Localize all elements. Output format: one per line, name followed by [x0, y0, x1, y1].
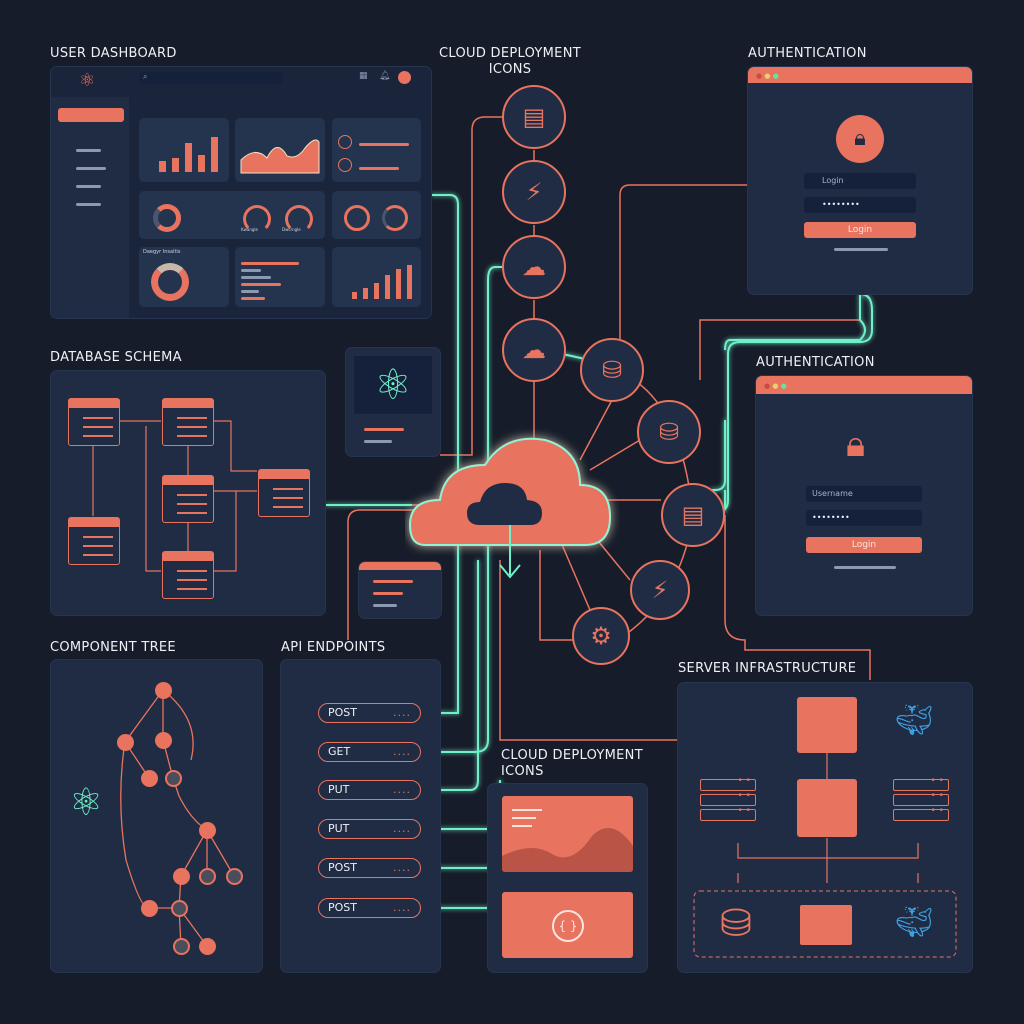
docker-icon: 🐳︎: [895, 703, 934, 738]
db-table: [162, 398, 214, 446]
db-table: [162, 475, 214, 523]
authentication-label-2: AUTHENTICATION: [756, 355, 875, 370]
central-cloud-icon: [408, 437, 612, 579]
lock-icon: 🔒︎: [836, 115, 884, 163]
lock-icon: 🔒︎: [846, 424, 866, 465]
server-rack-icon: [700, 776, 756, 823]
db-table: [162, 551, 214, 599]
rings-card: [332, 191, 421, 239]
bar-chart-card-2: [332, 247, 421, 307]
sidebar-item[interactable]: [76, 185, 101, 188]
endpoint-post[interactable]: POST....: [318, 858, 421, 878]
code-braces-icon: { }: [552, 910, 584, 942]
authentication-label: AUTHENTICATION: [748, 46, 867, 61]
server-infrastructure-label: SERVER INFRASTRUCTURE: [678, 661, 857, 676]
search-input[interactable]: ⌕: [139, 72, 282, 84]
react-component-card: ⚛: [346, 348, 440, 456]
code-folder: { }: [502, 892, 633, 958]
endpoint-put[interactable]: PUT....: [318, 819, 421, 839]
gauge-label: Kwangle: [241, 227, 258, 232]
hbar-card: [235, 247, 325, 307]
user-dashboard-label: USER DASHBOARD: [50, 46, 177, 61]
sidebar-item[interactable]: [76, 149, 101, 152]
avatar[interactable]: [398, 71, 411, 84]
sidebar-item[interactable]: [76, 167, 106, 170]
database-icon[interactable]: ⛁: [637, 400, 701, 464]
server-infrastructure-panel: 🐳︎ ⛁ 🐳︎: [678, 683, 972, 972]
donut-gauge-card: Kwangle Dwcrngle: [139, 191, 325, 239]
api-endpoints-label: API ENDPOINTS: [281, 640, 386, 655]
endpoint-put[interactable]: PUT....: [318, 780, 421, 800]
donut-card-title: Daegyr Insaltis: [143, 249, 181, 255]
database-icon[interactable]: ⛁: [580, 338, 644, 402]
lightning-icon[interactable]: ⚡: [630, 560, 690, 620]
bar-chart-card: [139, 118, 229, 182]
database-icon: ⛁: [720, 901, 752, 945]
list-card: [359, 562, 441, 618]
donut-card: Daegyr Insaltis: [139, 247, 229, 307]
sidebar-item[interactable]: [76, 203, 101, 206]
cloud-settings-icon[interactable]: ⚙: [572, 607, 630, 665]
db-table: [68, 517, 120, 565]
area-chart-card: [235, 118, 325, 182]
component-tree-panel: ⚛: [51, 660, 262, 972]
sidebar-item-active[interactable]: [58, 108, 124, 122]
cloud-deployment-panel: { }: [488, 784, 647, 972]
password-field[interactable]: ••••••••: [804, 197, 916, 213]
user-dashboard-panel: ⚛ ⌕ ▦ 🔔︎ Kwangle Dwcrngle Daegyr Insalti…: [51, 67, 431, 318]
server-rack-icon: [893, 776, 949, 823]
analytics-window: [502, 796, 633, 872]
web-server-icon: [797, 697, 857, 753]
sidebar: [51, 97, 129, 318]
db-table: [258, 469, 310, 517]
server-rack-icon[interactable]: ▤: [661, 483, 725, 547]
cloud-lock-icon[interactable]: ☁: [502, 235, 566, 299]
grid-icon[interactable]: ▦: [359, 71, 368, 81]
username-field[interactable]: Username: [806, 486, 922, 502]
database-schema-label: DATABASE SCHEMA: [50, 350, 182, 365]
react-logo-icon: ⚛: [69, 780, 104, 824]
cloud-deployment-icons-label: CLOUD DEPLOYMENT ICONS: [439, 46, 581, 77]
endpoint-get[interactable]: GET....: [318, 742, 421, 762]
gauge-label: Dwcrngle: [282, 227, 301, 232]
cloud-network-icon[interactable]: ☁: [502, 318, 566, 382]
login-field[interactable]: Login: [804, 173, 916, 189]
server-icon[interactable]: ▤: [502, 85, 566, 149]
endpoint-post[interactable]: POST....: [318, 898, 421, 918]
endpoint-post[interactable]: POST....: [318, 703, 421, 723]
component-tree-label: COMPONENT TREE: [50, 640, 176, 655]
auth-window-2: ● ● ● 🔒︎ Username •••••••• Login: [756, 376, 972, 615]
db-table: [68, 398, 120, 446]
container-icon: [800, 905, 852, 945]
login-button[interactable]: Login: [804, 222, 916, 238]
stats-card: [332, 118, 421, 182]
code-bolt-icon[interactable]: ⚡: [502, 160, 566, 224]
auth-window-1: ● ● ● 🔒︎ Login •••••••• Login: [748, 67, 972, 294]
react-logo-icon: ⚛: [354, 356, 432, 414]
network-hub-icon: [797, 779, 857, 837]
cloud-deployment-icons-label-2: CLOUD DEPLOYMENT ICONS: [501, 748, 643, 779]
password-field[interactable]: ••••••••: [806, 510, 922, 526]
bell-icon[interactable]: 🔔︎: [379, 71, 391, 81]
react-logo-icon: ⚛: [79, 70, 96, 91]
docker-icon: 🐳︎: [895, 905, 934, 940]
database-schema-panel: [51, 371, 325, 615]
login-button[interactable]: Login: [806, 537, 922, 553]
